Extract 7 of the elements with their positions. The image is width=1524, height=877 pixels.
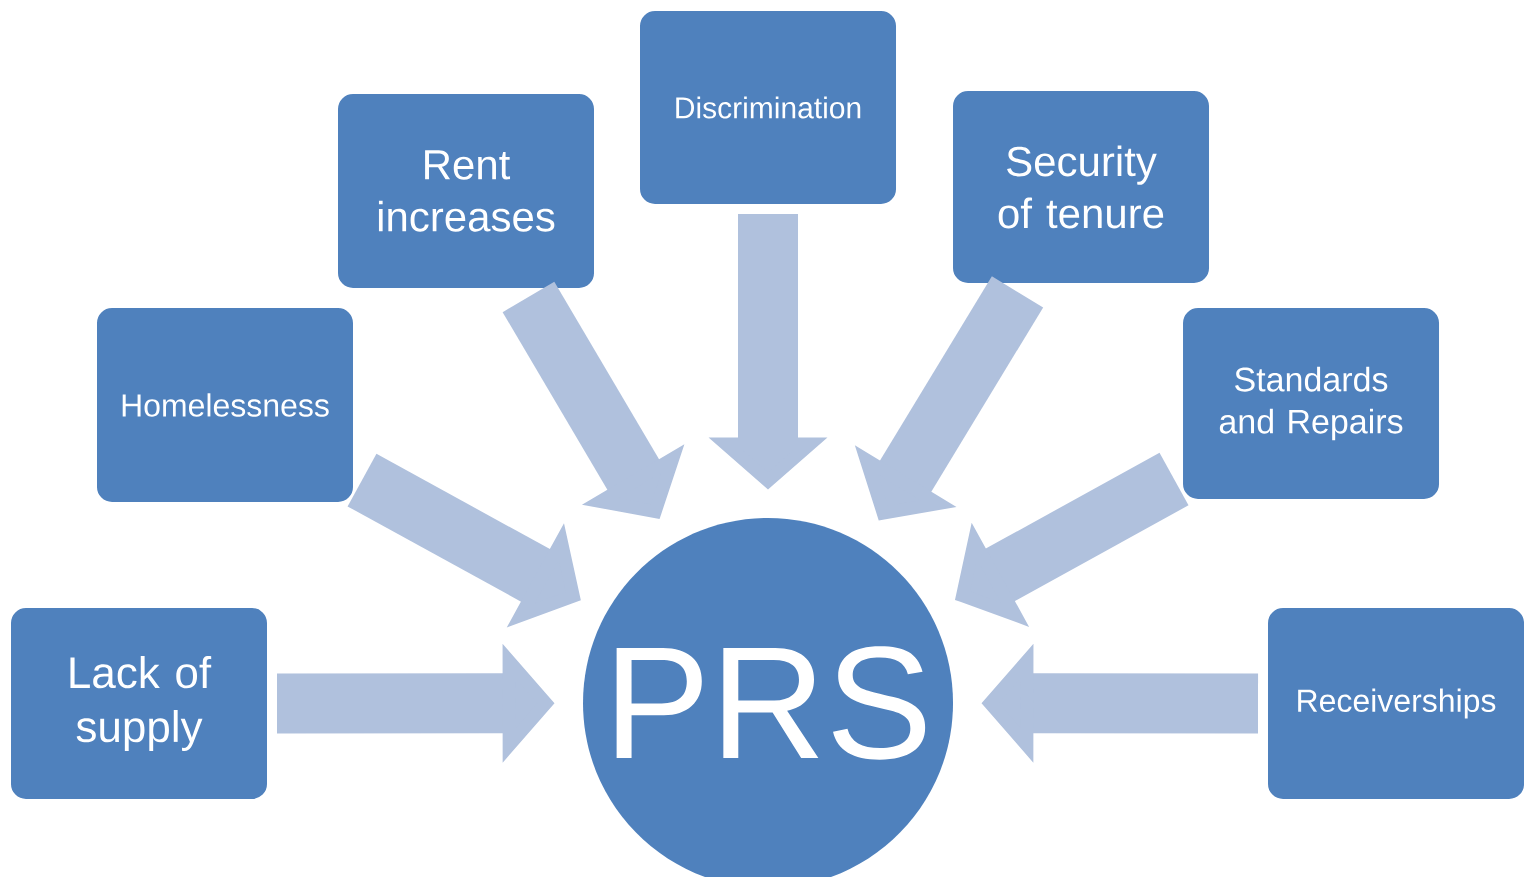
- process-box: Security of tenure: [951, 89, 1211, 285]
- process-box: Receiverships: [1266, 606, 1524, 801]
- process-box: Standards and Repairs: [1181, 306, 1442, 501]
- process-box: Lack of supply: [9, 606, 269, 801]
- process-box: Discrimination: [638, 9, 898, 206]
- process-box: Homelessness: [95, 306, 355, 504]
- process-box: Rent increases: [336, 92, 596, 290]
